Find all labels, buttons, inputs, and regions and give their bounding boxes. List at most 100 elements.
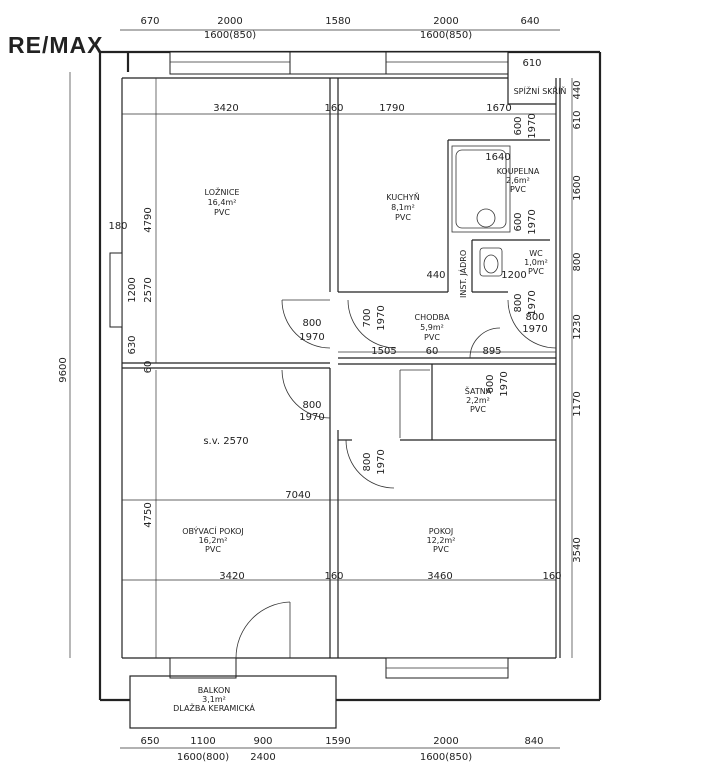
- dim-door-15: 1970: [527, 290, 538, 315]
- room-name-satna: ŠATNA: [465, 385, 492, 396]
- dim-door-9: 1970: [299, 412, 324, 423]
- room-name-balkon: BALKON: [198, 686, 231, 695]
- room-name-loznice: LOŽNICE: [205, 186, 240, 197]
- dim-left-0: 4790: [143, 207, 154, 232]
- left-dimensions: 9600 4790 180 1200 2570 630 60 4750: [58, 207, 154, 527]
- balcony: [129, 675, 337, 729]
- dim-int-13: 3460: [427, 571, 452, 582]
- dim-door-4: 700: [362, 308, 373, 327]
- room-floor-obyvaci: PVC: [205, 545, 221, 554]
- dim-top-4: 2000: [433, 16, 458, 27]
- dim-top-2: 1600(850): [204, 30, 256, 41]
- dim-int-4: 1640: [485, 152, 510, 163]
- dim-bottom-5: 1590: [325, 736, 350, 747]
- dim-door-14: 800: [513, 293, 524, 312]
- dim-right-0: 440: [572, 80, 583, 99]
- room-name-wc: WC: [529, 249, 543, 258]
- dim-door-11: 1970: [376, 449, 387, 474]
- room-name-koupelna: KOUPELNA: [497, 167, 540, 176]
- room-floor-loznice: PVC: [214, 208, 230, 217]
- dim-top-1: 2000: [217, 16, 242, 27]
- dim-int-0: 3420: [213, 103, 238, 114]
- door-swings: [235, 299, 557, 659]
- dim-right-1: 610: [572, 110, 583, 129]
- dim-right-6: 3540: [572, 537, 583, 562]
- right-dimensions: 440 610 1600 800 1230 1170 3540: [572, 80, 583, 562]
- dim-bottom-3: 900: [253, 736, 272, 747]
- dim-right-3: 800: [572, 252, 583, 271]
- dim-door-16: 800: [525, 312, 544, 323]
- dim-bottom-7: 1600(850): [420, 752, 472, 763]
- room-area-satna: 2,2m²: [466, 396, 490, 405]
- dim-left-1: 180: [108, 221, 127, 232]
- dim-int-12: 160: [324, 571, 343, 582]
- room-area-obyvaci: 16,2m²: [199, 536, 228, 545]
- room-area-pokoj: 12,2m²: [427, 536, 456, 545]
- dim-left-4: 630: [127, 335, 138, 354]
- dim-door-8: 800: [302, 400, 321, 411]
- room-floor-balkon: DLAŽBA KERAMICKÁ: [173, 702, 255, 713]
- dim-door-17: 1970: [522, 324, 547, 335]
- dim-left-6: 4750: [143, 502, 154, 527]
- dim-int-15: s.v. 2570: [203, 436, 248, 447]
- interior-dimensions: 3420 160 1790 1670 1640 1200 440 1505 60…: [203, 103, 561, 582]
- dim-bottom-1: 1100: [190, 736, 215, 747]
- windows: [109, 51, 509, 679]
- room-floor-wc: PVC: [528, 267, 544, 276]
- room-area-koupelna: 2,6m²: [506, 176, 530, 185]
- dim-int-6: 440: [426, 270, 445, 281]
- dim-int-5: 1200: [501, 270, 526, 281]
- dim-int-9: 895: [482, 346, 501, 357]
- dim-int-11: 3420: [219, 571, 244, 582]
- dim-int-7: 1505: [371, 346, 396, 357]
- remax-logo: RE/MAX: [8, 32, 104, 58]
- room-area-balkon: 3,1m²: [202, 695, 226, 704]
- dim-door-1: 1970: [527, 113, 538, 138]
- dim-int-3: 1670: [486, 103, 511, 114]
- dim-door-12: 600: [485, 374, 496, 393]
- dim-top-6: 640: [520, 16, 539, 27]
- room-floor-koupelna: PVC: [510, 185, 526, 194]
- dim-right-5: 1170: [572, 391, 583, 416]
- fixtures: [451, 145, 511, 277]
- dim-left-3: 2570: [143, 277, 154, 302]
- room-floor-kuchyn: PVC: [395, 213, 411, 222]
- dim-int-10: 7040: [285, 490, 310, 501]
- dim-door-0: 600: [513, 116, 524, 135]
- room-name-chodba: CHODBA: [414, 313, 450, 322]
- room-name-spizni: SPÍŽNÍ SKŘÍŇ: [514, 85, 567, 96]
- room-floor-pokoj: PVC: [433, 545, 449, 554]
- dim-bottom-6: 2000: [433, 736, 458, 747]
- dim-int-8: 60: [426, 346, 439, 357]
- room-area-loznice: 16,4m²: [208, 198, 237, 207]
- top-dimensions: 670 2000 1600(850) 1580 2000 1600(850) 6…: [140, 16, 541, 69]
- dim-left-5: 60: [143, 361, 154, 374]
- dim-bottom-0: 650: [140, 736, 159, 747]
- room-name-jadro: INST. JÁDRO: [457, 250, 468, 298]
- room-labels: LOŽNICE 16,4m² PVC KUCHYŇ 8,1m² PVC KOUP…: [173, 85, 566, 713]
- room-area-chodba: 5,9m²: [420, 323, 444, 332]
- room-name-pokoj: POKOJ: [429, 527, 454, 536]
- dim-bottom-2: 1600(800): [177, 752, 229, 763]
- dim-door-7: 1970: [299, 332, 324, 343]
- dim-left-total: 9600: [58, 357, 69, 382]
- door-dimensions: 600 1970 600 1970 700 1970 800 1970 800 …: [299, 113, 547, 474]
- dim-door-6: 800: [302, 318, 321, 329]
- interior-walls: [122, 52, 556, 658]
- dim-int-1: 160: [324, 103, 343, 114]
- dim-int-14: 160: [542, 571, 561, 582]
- dim-top-7: 610: [522, 58, 541, 69]
- dim-door-5: 1970: [376, 305, 387, 330]
- exterior-walls: [98, 50, 602, 702]
- dim-door-10: 800: [362, 452, 373, 471]
- dim-int-2: 1790: [379, 103, 404, 114]
- dim-door-13: 1970: [499, 371, 510, 396]
- room-area-wc: 1,0m²: [524, 258, 548, 267]
- room-floor-chodba: PVC: [424, 333, 440, 342]
- dim-right-2: 1600: [572, 175, 583, 200]
- dim-right-4: 1230: [572, 314, 583, 339]
- room-name-kuchyn: KUCHYŇ: [386, 192, 419, 202]
- dimension-lines: [69, 29, 573, 749]
- bottom-dimensions: 650 1100 1600(800) 900 2400 1590 2000 16…: [140, 736, 543, 763]
